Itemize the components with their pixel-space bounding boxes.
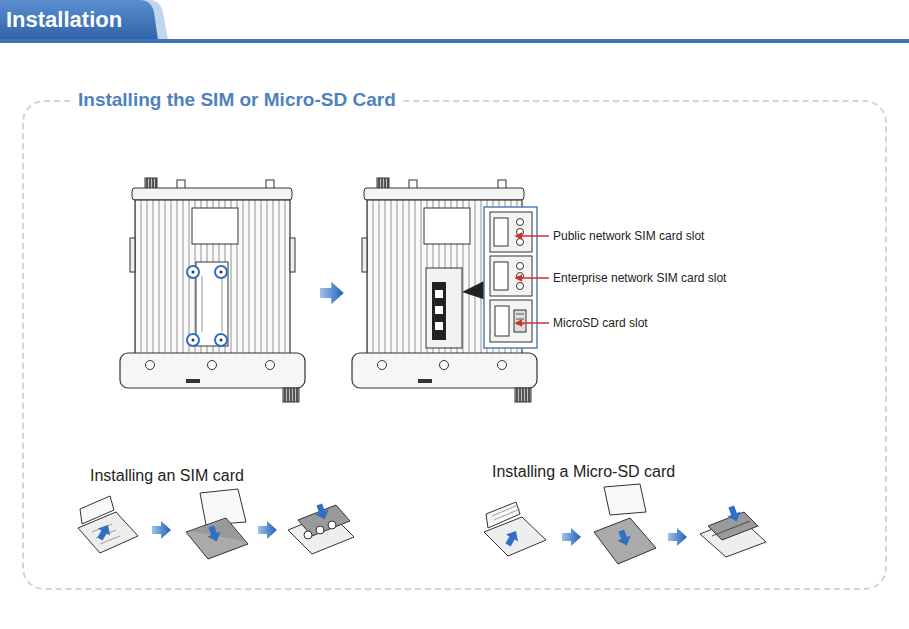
step-arrow [320,282,344,305]
slot-label: Enterprise network SIM card slot [553,271,726,286]
illustration-part [94,522,114,543]
sim-slot [490,212,532,252]
step-arrow [152,521,171,539]
illustration-part [494,262,508,290]
step-caption: Installing a Micro-SD card [492,462,675,482]
illustration-part [516,235,549,236]
illustration-part [604,484,646,515]
illustration-part [517,239,524,246]
illustration-part [304,531,312,539]
illustration-part [516,322,549,323]
illustration-part [215,266,227,278]
microsd-slot [490,300,532,342]
illustration-part [435,322,443,330]
illustration-part [0,39,909,43]
illustration-part [313,502,332,522]
illustration-part [492,505,520,520]
illustration-part [486,502,520,528]
illustration-part [516,277,549,278]
illustration-part [192,271,195,274]
illustration-part [435,306,443,314]
sim-step-insert [186,489,248,559]
illustration-part [495,306,509,336]
step-arrow [668,528,687,546]
illustration-part [120,178,305,402]
illustration-part [432,282,446,340]
illustration-part [196,262,228,346]
illustration-part [352,178,537,402]
page-title: Installation [6,7,122,33]
illustration-part [426,268,462,348]
illustration-part [80,496,114,524]
illustration-part [615,528,634,548]
illustration-part [220,339,223,342]
section-panel: Installing the SIM or Micro-SD Card [22,100,887,590]
illustration-part [502,528,522,549]
illustration-part [186,518,248,559]
illustration-part [316,526,324,534]
device-closed [120,178,305,402]
illustration-part [187,334,199,346]
sd-step-closed [700,504,766,557]
illustration-part [494,218,508,246]
slot-label: Public network SIM card slot [553,229,704,244]
illustration-part [517,219,524,226]
illustration-part [0,0,158,40]
illustration-part [202,276,222,332]
illustration-part [192,339,195,342]
illustration-part [205,524,224,544]
illustration-part [435,290,443,298]
illustration-part [490,256,532,296]
step-caption: Installing an SIM card [90,466,244,486]
illustration-part [0,0,168,40]
step-arrow [258,521,277,539]
sim-slot [490,256,532,296]
illustration-part [517,229,524,236]
sim-step-open [78,496,138,553]
illustration-part [514,310,526,332]
sim-step-closed [288,502,354,554]
section-heading: Installing the SIM or Micro-SD Card [72,88,402,112]
illustration-part [517,283,524,290]
sd-step-open [484,502,546,556]
illustration-part [187,266,199,278]
step-arrow [562,528,581,546]
illustration-part [517,263,524,270]
illustration-part [215,334,227,346]
device-open [352,178,549,402]
illustration-part [490,300,532,342]
header-tab [0,0,909,43]
slot-label: MicroSD card slot [553,316,648,331]
sd-step-insert [594,484,656,564]
illustration-part [328,521,336,529]
illustration-part [725,504,744,524]
illustration-part [462,280,486,300]
illustration-part [712,521,750,536]
illustration-part [594,518,656,564]
illustration-part [490,212,532,252]
illustration-part [220,271,223,274]
